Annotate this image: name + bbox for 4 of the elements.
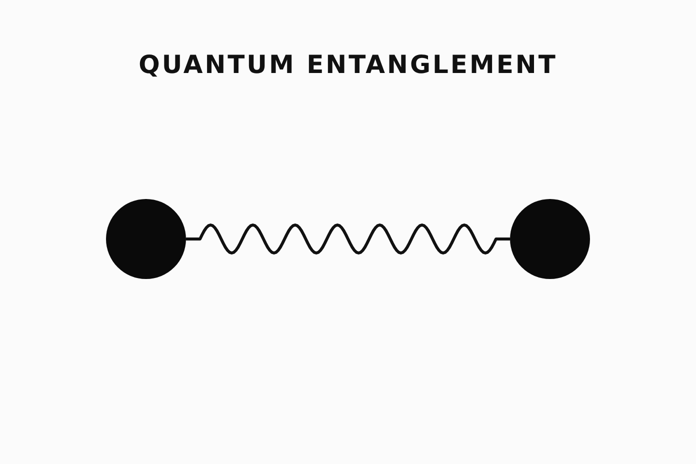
- particle-circle: [510, 199, 590, 279]
- title: QUANTUM ENTANGLEMENT: [138, 50, 558, 79]
- wavy-line: [186, 224, 510, 254]
- particle-circle: [106, 199, 186, 279]
